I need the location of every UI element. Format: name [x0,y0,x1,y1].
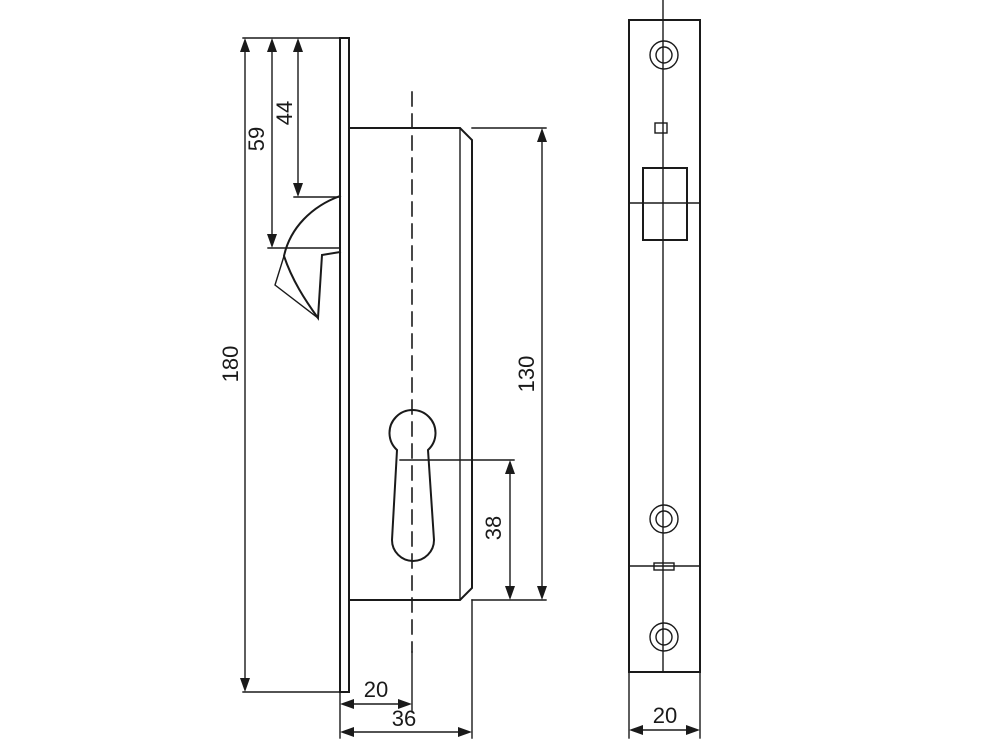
dim-36-arrow-right [458,727,472,737]
dim-180-arrow-bottom [240,678,250,692]
dim-180-arrow-top [240,38,250,52]
screw-hole-middle-inner [655,510,673,528]
dim-38-label: 38 [481,516,506,540]
latch-opening [642,167,688,241]
dim-130-arrow-bottom [537,586,547,600]
dim-38-arrow-bottom [505,586,515,600]
front-small-slot [654,122,668,134]
front-view: 20 [628,0,701,739]
screw-hole-middle [649,504,679,534]
dim-20-arrow-right [398,699,412,709]
front-faceplate [628,19,701,673]
dim-130-label: 130 [514,356,539,393]
dim-20-arrow-left [340,699,354,709]
dim-44-arrow-bottom [293,183,303,197]
dim-180-label: 180 [218,346,243,383]
side-faceplate [339,37,350,693]
dim-130-arrow-top [537,128,547,142]
screw-hole-bottom [649,622,679,652]
dim-59-label: 59 [244,127,269,151]
dim-36-arrow-left [340,727,354,737]
screw-hole-top-inner [655,46,673,64]
dim-38-arrow-top [505,460,515,474]
dim-44-label: 44 [272,101,297,125]
hook-latch-tip [274,255,319,319]
screw-hole-top [649,40,679,70]
lock-case-body [348,127,473,601]
side-view [274,37,473,693]
dim-20-label: 20 [364,677,388,702]
cap-small-slot [653,562,675,571]
dim-front-20-label: 20 [653,703,677,728]
dim-59-arrow-bottom [267,234,277,248]
dim-44-arrow-top [293,38,303,52]
screw-hole-bottom-inner [655,628,673,646]
dim-front-20-arrow-left [629,725,643,735]
dim-36-label: 36 [392,706,416,731]
euro-cylinder-cutout [388,409,437,562]
dim-front-20-arrow-right [686,725,700,735]
side-dimensions: 180 59 44 130 38 20 [218,37,547,739]
dim-59-arrow-top [267,38,277,52]
